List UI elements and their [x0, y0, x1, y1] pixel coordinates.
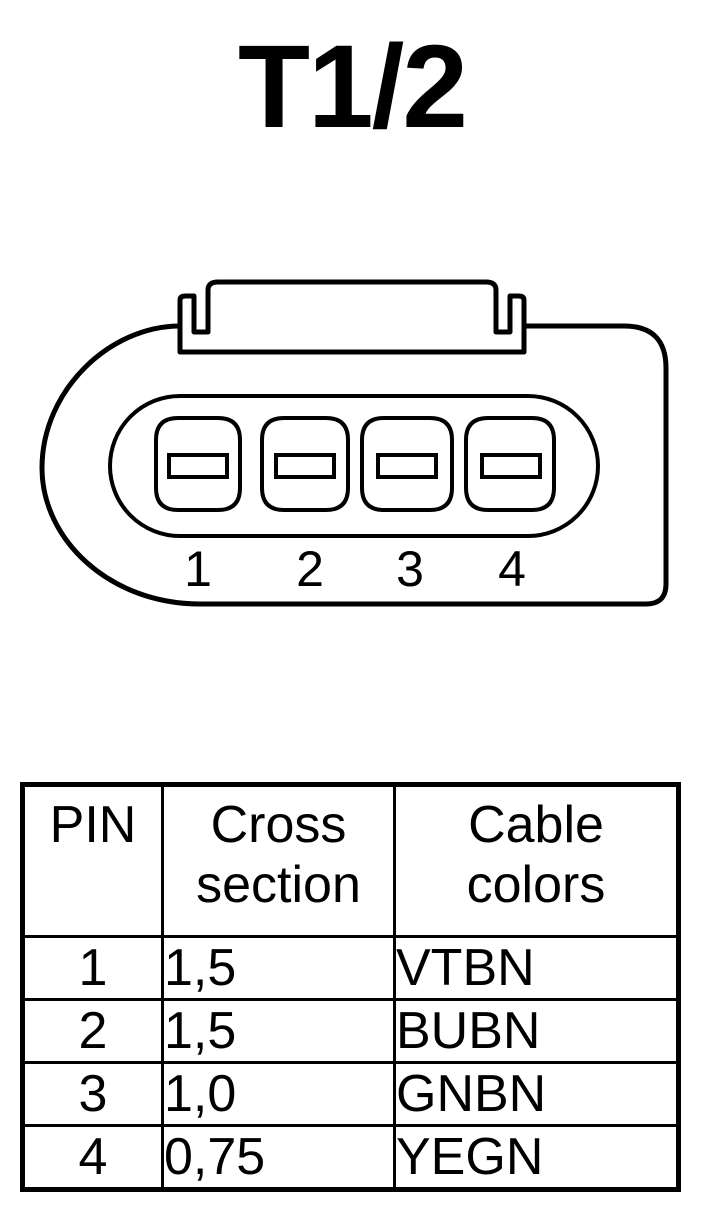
- pin-2-terminal: [260, 416, 350, 512]
- latch-tab: [177, 326, 527, 355]
- pin-label-3: 3: [396, 541, 424, 597]
- pin-1-terminal: [154, 416, 242, 512]
- table-header-row: PIN Cross section Cable colors: [21, 783, 680, 938]
- header-cable-line1: Cable: [468, 796, 604, 854]
- cell-cable-color: BUBN: [393, 998, 680, 1064]
- connector-title: T1/2: [237, 21, 468, 153]
- header-cross-line2: section: [196, 856, 361, 914]
- pin-label-4: 4: [498, 541, 526, 597]
- cell-pin: 1: [21, 935, 164, 1001]
- header-pin-label: PIN: [49, 796, 137, 854]
- cell-cross-section: 1,5: [161, 935, 396, 1001]
- cell-cable-color: VTBN: [393, 935, 680, 1001]
- cell-cross-section: 0,75: [161, 1124, 396, 1191]
- cell-cross-section: 1,5: [161, 998, 396, 1064]
- cell-pin: 4: [21, 1124, 164, 1191]
- table-row: 2 1,5 BUBN: [21, 998, 680, 1064]
- header-cable-line2: colors: [466, 856, 606, 914]
- pin-label-2: 2: [296, 541, 324, 597]
- cell-pin: 3: [21, 1061, 164, 1127]
- pin-4-terminal: [464, 416, 556, 512]
- pin-label-1: 1: [184, 541, 212, 597]
- cell-cable-color: YEGN: [393, 1124, 680, 1191]
- header-pin: PIN: [21, 783, 164, 938]
- header-cable-colors: Cable colors: [393, 783, 680, 938]
- cell-cable-color: GNBN: [393, 1061, 680, 1127]
- header-cross-line1: Cross: [210, 796, 347, 854]
- table-row: 1 1,5 VTBN: [21, 935, 680, 1001]
- header-cross-section: Cross section: [161, 783, 396, 938]
- connector-diagram: 1 2 3 4: [39, 279, 669, 607]
- pin-assignment-table: PIN Cross section Cable colors 1 1,5 VTB…: [20, 782, 681, 1192]
- table-row: 4 0,75 YEGN: [21, 1124, 680, 1191]
- table-row: 3 1,0 GNBN: [21, 1061, 680, 1127]
- pin-3-terminal: [360, 416, 454, 512]
- cell-pin: 2: [21, 998, 164, 1064]
- cell-cross-section: 1,0: [161, 1061, 396, 1127]
